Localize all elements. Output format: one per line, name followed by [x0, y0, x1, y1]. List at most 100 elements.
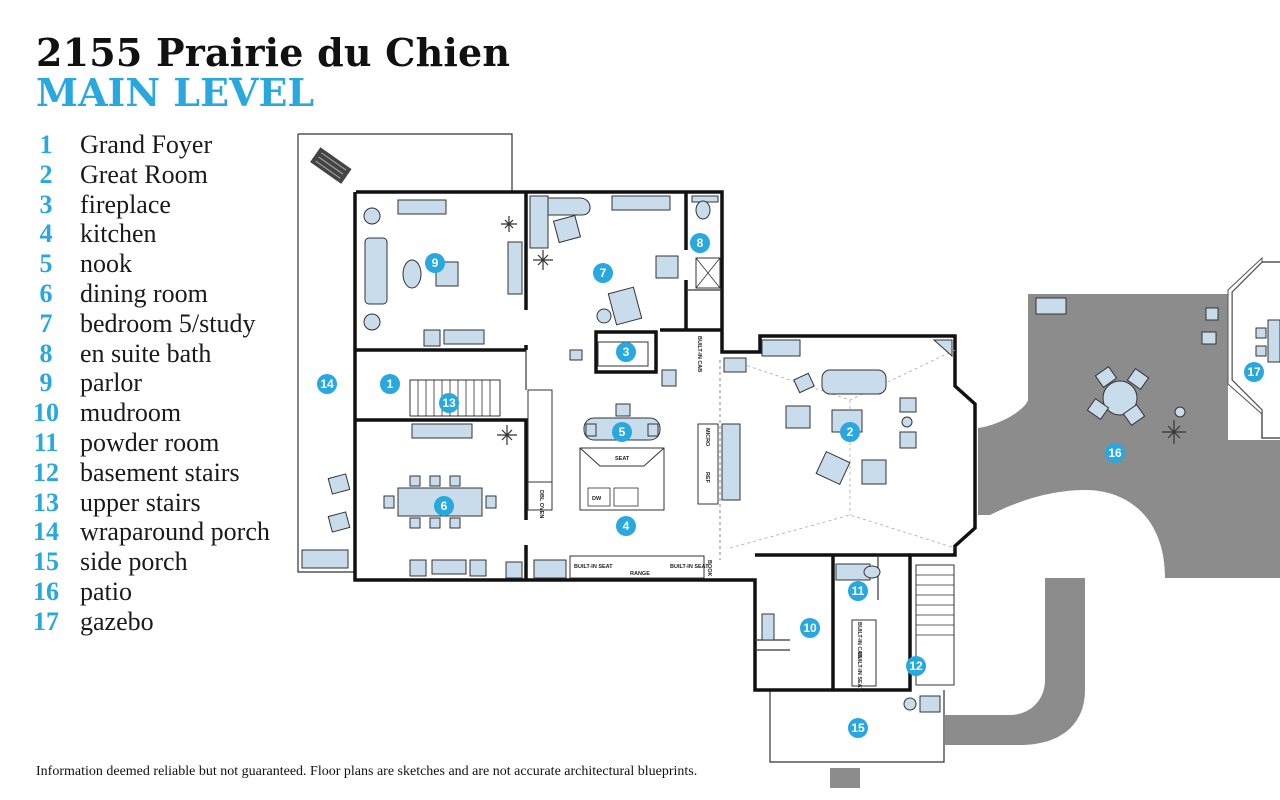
legend-number: 1 [39, 130, 53, 159]
page-title: 2155 Prairie du Chien [36, 30, 511, 75]
mudroom-fixtures [761, 563, 881, 687]
svg-text:10: 10 [803, 621, 817, 635]
marker-16: 16 [1105, 443, 1125, 463]
legend-label: wraparound porch [80, 517, 270, 547]
legend-label: kitchen [80, 219, 157, 249]
legend-number: 15 [33, 547, 59, 577]
svg-text:8: 8 [697, 236, 704, 250]
legend-label: fireplace [80, 189, 171, 219]
micro-label: MICRO [704, 428, 710, 447]
legend-item: 1 Grand Foyer [32, 130, 270, 160]
legend-number: 4 [39, 219, 53, 249]
legend-number: 5 [39, 249, 53, 279]
builtin-seat-label-3: BUILT-IN SEAT [856, 652, 862, 691]
svg-text:1: 1 [387, 377, 394, 391]
legend-label: patio [80, 576, 132, 606]
svg-text:16: 16 [1108, 446, 1122, 460]
svg-text:3: 3 [623, 345, 630, 359]
legend-item: 14 wraparound porch [32, 517, 270, 547]
builtin-seat-label-2: BUILT-IN SEAT [670, 564, 709, 570]
legend-number: 11 [33, 427, 59, 457]
legend-item: 11 powder room [32, 428, 270, 458]
basement-stairs [915, 564, 955, 686]
svg-text:14: 14 [320, 377, 334, 391]
disclaimer: Information deemed reliable but not guar… [36, 764, 698, 779]
range-label: RANGE [630, 571, 650, 577]
legend-label: gazebo [80, 606, 154, 636]
marker-6: 6 [434, 496, 454, 516]
legend-label: bedroom 5/study [80, 308, 256, 338]
marker-14: 14 [317, 374, 337, 394]
bedroom-furniture [529, 195, 679, 367]
legend-number: 2 [39, 159, 53, 189]
legend-item: 4 kitchen [32, 219, 270, 249]
marker-1: 1 [380, 374, 400, 394]
legend-number: 17 [33, 606, 59, 636]
legend-number: 12 [33, 457, 59, 487]
legend-number: 9 [39, 368, 53, 398]
marker-5: 5 [612, 422, 632, 442]
legend-number: 14 [33, 517, 59, 547]
svg-text:7: 7 [600, 266, 607, 280]
marker-10: 10 [800, 618, 820, 638]
dbl-oven-label: DBL OVEN [538, 490, 544, 518]
svg-text:11: 11 [852, 584, 865, 598]
legend-item: 17 gazebo [32, 607, 270, 637]
marker-3: 3 [616, 342, 636, 362]
legend-item: 3 fireplace [32, 190, 270, 220]
marker-11: 11 [848, 581, 868, 601]
builtin-cab-label-2: BUILT-IN CAB [856, 622, 862, 658]
builtin-cab-label: BUILT-IN CAB [696, 336, 702, 372]
ref-label: REF [704, 472, 710, 484]
legend-label: Grand Foyer [80, 130, 213, 159]
legend-number: 13 [33, 487, 59, 517]
marker-12: 12 [906, 656, 926, 676]
legend-item: 9 parlor [32, 368, 270, 398]
marker-2: 2 [840, 422, 860, 442]
legend-label: mudroom [80, 398, 182, 428]
gazebo [1227, 256, 1280, 439]
patio-area [830, 294, 1280, 788]
builtin-seat-label: BUILT-IN SEAT [574, 564, 613, 570]
marker-17: 17 [1244, 362, 1264, 382]
svg-text:2: 2 [847, 425, 854, 439]
marker-4: 4 [616, 516, 636, 536]
legend-label: powder room [80, 427, 220, 457]
legend-item: 16 patio [32, 577, 270, 607]
legend-label: parlor [80, 368, 143, 398]
walls [353, 190, 977, 692]
legend-label: basement stairs [80, 457, 240, 487]
parlor-furniture [363, 199, 523, 347]
great-room-furniture [723, 339, 953, 486]
svg-text:17: 17 [1247, 365, 1261, 379]
dw-label: DW [592, 496, 602, 502]
dining-furniture [383, 423, 523, 579]
bath-fixtures [691, 195, 721, 289]
legend-number: 7 [39, 308, 53, 338]
level-subtitle: MAIN LEVEL [36, 70, 315, 115]
marker-7: 7 [593, 263, 613, 283]
svg-text:9: 9 [432, 256, 439, 270]
marker-8: 8 [690, 233, 710, 253]
seat-label: SEAT [615, 456, 630, 462]
legend-number: 3 [39, 189, 53, 219]
svg-text:5: 5 [619, 425, 626, 439]
marker-13: 13 [439, 393, 459, 413]
marker-15: 15 [848, 718, 868, 738]
legend-number: 8 [39, 338, 53, 368]
svg-text:6: 6 [441, 499, 448, 513]
legend-item: 7 bedroom 5/study [32, 309, 270, 339]
grill-icon [310, 147, 352, 184]
svg-text:13: 13 [442, 396, 456, 410]
legend-number: 16 [33, 576, 59, 606]
kitchen-fixtures: DBL OVEN SEAT DW MICRO REF BUILT-IN SEAT… [527, 336, 862, 691]
marker-9: 9 [425, 253, 445, 273]
